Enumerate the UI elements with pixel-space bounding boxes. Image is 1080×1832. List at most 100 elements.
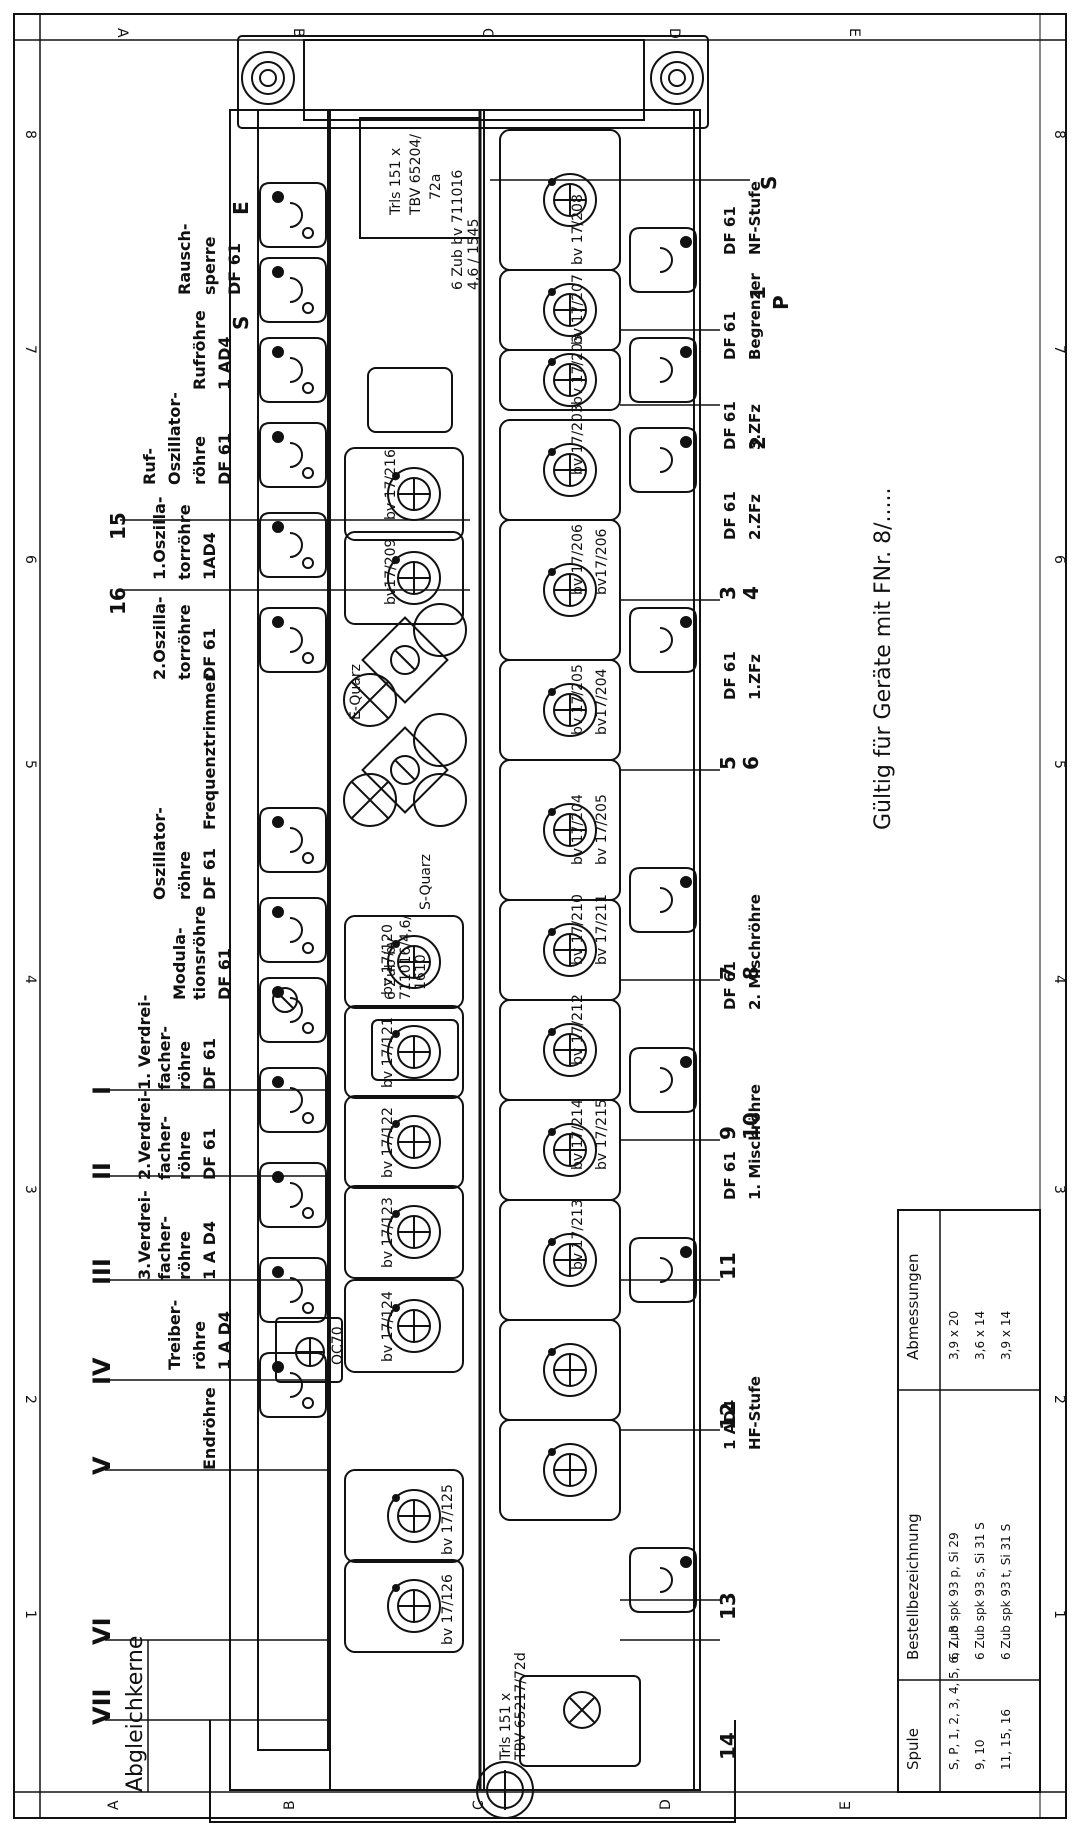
grid-letter-top: A [114,28,130,38]
number-marker: S [229,316,253,330]
part-label: 4,6 / 1545 [466,218,482,290]
page-title: Abgleichkerne [123,1636,148,1792]
lower-label: 2.ZFz [746,494,764,540]
grid-letter-bottom: D [658,1799,674,1810]
grid-number-right: 1 [1051,1610,1067,1619]
tube-label: DF 61 [200,628,219,680]
number-marker: E [229,201,253,215]
tube-label: röhre [175,851,194,900]
tube-label: 1 AD4 [215,337,234,391]
tube-label: 1. Verdrei- [135,995,154,1090]
grid-number-right: 7 [1051,345,1067,354]
lower-label: DF 61 [721,651,739,700]
grid-number-right: 6 [1051,555,1067,564]
lower-label: DF 61 [721,961,739,1010]
coil-icon [499,1419,621,1521]
coil-label: bv 17/211 [594,894,610,965]
coil-icon [499,1319,621,1421]
table-header: Bestellbezeichnung [904,1513,922,1660]
coil-icon [344,447,464,541]
tube-socket-icon [629,1237,697,1303]
tube-label: tionsröhre [190,906,209,1000]
tube-label: Oszillator- [165,392,184,485]
tube-label: Modula- [170,927,189,1000]
coil-label: bv 17/120 [380,924,396,995]
tube-socket-icon [629,607,697,673]
tube-socket-icon [259,807,327,873]
tube-label: röhre [175,1131,194,1180]
part-label: OC70 [330,1326,346,1365]
leader-lines [105,179,750,1721]
coil-label: bv 17/204 [570,794,586,865]
table-cell: 6 Zub spk 93 t, Si 31 S [999,1524,1013,1660]
part-label: Trls 151 x [498,1693,514,1761]
chassis-outline [209,35,736,1823]
lower-label: DF 61 [721,311,739,360]
lower-label: DF 61 [721,401,739,450]
coil-label: bv 17/126 [440,1574,456,1645]
number-marker: 11 [716,1252,740,1280]
tube-socket-icon [629,337,697,403]
number-marker: 5 [716,756,740,770]
roman-marker: II [88,1162,116,1180]
coil-label: bv 17/210 [570,894,586,965]
number-marker: 15 [106,512,130,540]
lower-label: DF 61 [721,206,739,255]
tube-socket-icon [629,867,697,933]
table-cell: 6 Zub spk 93 s, Si 31 S [973,1522,987,1660]
number-marker: 6 [739,756,763,770]
grid-letter-top: C [479,28,495,38]
coil-label: bv 17/122 [380,1107,396,1178]
lower-label: 1.ZFz [746,654,764,700]
coil-label: bv 17/123 [380,1197,396,1268]
roman-marker: VII [88,1689,116,1725]
coil-label: bv 17/124 [380,1291,396,1362]
part-label: 6 Zub bv [383,938,399,1000]
roman-marker: IV [88,1357,116,1385]
tube-label: DF 61 [200,1038,219,1090]
tube-socket-icon [629,1047,697,1113]
tube-label: DF 61 [200,848,219,900]
coil-icon [499,1199,621,1321]
tube-label: torröhre [175,504,194,580]
part-label: TBV 65204/ [408,134,424,216]
tube-label: röhre [175,1231,194,1280]
coil-label: bv17/204 [594,668,610,735]
grid-number-left: 6 [22,555,38,564]
tube-label: Rufröhre [190,310,209,390]
roman-marker: VI [88,1617,116,1645]
coil-icon [499,129,621,271]
number-marker: 14 [716,1732,740,1760]
coil-label: bv17/206 [594,528,610,595]
table-cell: 3,6 x 14 [973,1311,987,1360]
tube-label: röhre [190,1321,209,1370]
tube-socket-icon [259,1257,327,1323]
tube-label: 3.Verdrei- [135,1190,154,1280]
tube-socket-icon [259,1352,327,1418]
number-marker: 4 [739,586,763,600]
lower-label: 1. Mischröhre [746,1084,764,1200]
coil-label: bv 17/207 [570,274,586,345]
tube-label: DF 61 [215,948,234,1000]
sheet-border [13,13,1067,1819]
lower-label: DF 61 [721,491,739,540]
tube-socket-icon [259,607,327,673]
lower-label: HF-Stufe [746,1376,764,1450]
roman-marker: I [88,1086,116,1095]
grid-letter-top: D [666,28,682,39]
grid-number-left: 1 [22,1610,38,1619]
tube-label: 1AD4 [200,532,219,580]
coil-label: bv 17/213 [570,1199,586,1270]
lower-label: 2. Mischröhre [746,894,764,1010]
table-cell: 3,9 x 14 [999,1311,1013,1360]
tube-label: DF 61 [215,433,234,485]
coil-label: bv 17/212 [570,994,586,1065]
coil-label: bv 17/208 [570,194,586,265]
table-header: Abmessungen [904,1253,922,1360]
tube-label: Rausch- [175,223,194,295]
part-label: S-Quarz [418,854,434,910]
grid-letter-bottom: E [838,1801,854,1810]
table-cell: 6 Zub spk 93 p, Si 29 [947,1532,961,1660]
tube-label: facher- [155,1026,174,1090]
